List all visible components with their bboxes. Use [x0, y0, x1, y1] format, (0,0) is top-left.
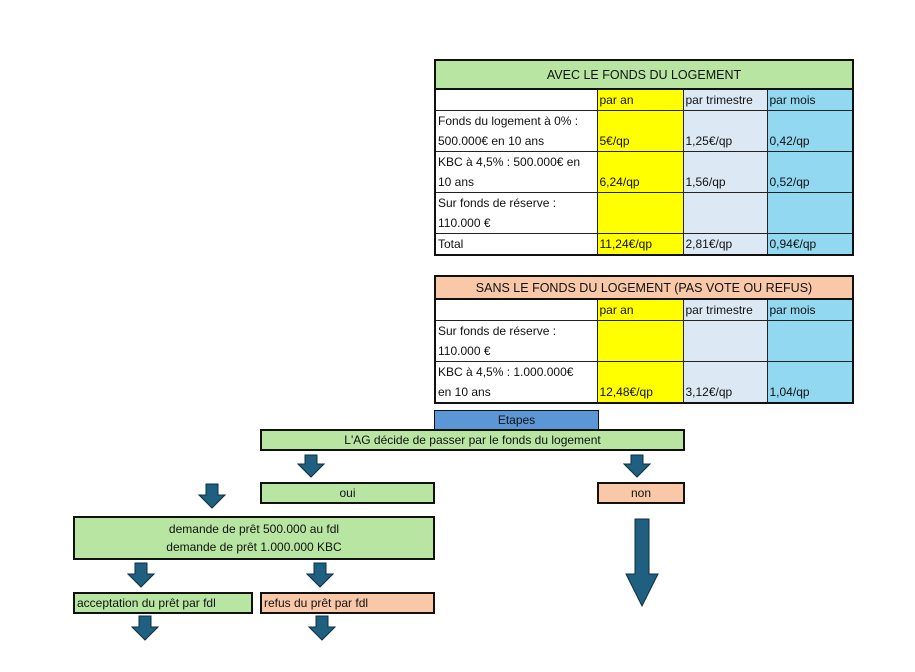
cell-par-mois: 0,52/qp	[766, 151, 854, 193]
table-row: Sur fonds de réserve :110.000 €	[434, 192, 854, 234]
total-label: Total	[434, 233, 598, 256]
row-label: KBC à 4,5% : 1.000.000€en 10 ans	[434, 361, 598, 404]
row-label: Sur fonds de réserve :110.000 €	[434, 320, 598, 362]
large-arrow-down-icon	[625, 518, 659, 608]
avec-header-par-trimestre: par trimestre	[682, 88, 768, 111]
cell-par-mois: 1,04/qp	[766, 361, 854, 404]
arrow-down-icon	[127, 562, 155, 588]
avec-fonds-table: AVEC LE FONDS DU LOGEMENT par an par tri…	[434, 59, 854, 256]
cell-par-an: 6,24/qp	[596, 151, 684, 193]
total-par-mois: 0,94€/qp	[766, 233, 854, 256]
demande-box: demande de prêt 500.000 au fdl demande d…	[73, 516, 435, 560]
avec-header-par-an: par an	[596, 88, 684, 111]
cell-par-an: 5€/qp	[596, 110, 684, 152]
table-row: KBC à 4,5% : 1.000.000€en 10 ans 12,48€/…	[434, 361, 854, 404]
table-row: Sur fonds de réserve :110.000 €	[434, 320, 854, 362]
refus-box: refus du prêt par fdl	[260, 592, 435, 614]
cell-par-mois	[766, 192, 854, 234]
arrow-down-icon	[297, 454, 325, 478]
sans-header-par-an: par an	[596, 298, 684, 321]
sans-fonds-table: SANS LE FONDS DU LOGEMENT (PAS VOTE OU R…	[434, 275, 854, 404]
sans-table-title: SANS LE FONDS DU LOGEMENT (PAS VOTE OU R…	[434, 275, 854, 300]
cell-par-an: 12,48€/qp	[596, 361, 684, 404]
cell-par-mois	[766, 320, 854, 362]
arrow-down-icon	[306, 562, 334, 588]
oui-box: oui	[260, 482, 435, 504]
cell-par-mois: 0,42/qp	[766, 110, 854, 152]
cell-par-trimestre	[682, 192, 768, 234]
row-label: Sur fonds de réserve :110.000 €	[434, 192, 598, 234]
arrow-down-icon	[131, 615, 159, 641]
cell-par-trimestre	[682, 320, 768, 362]
cell-par-trimestre: 3,12€/qp	[682, 361, 768, 404]
non-box: non	[597, 482, 685, 504]
total-par-an: 11,24€/qp	[596, 233, 684, 256]
acceptation-box: acceptation du prêt par fdl	[73, 592, 253, 614]
table-row: Fonds du logement à 0% :500.000€ en 10 a…	[434, 110, 854, 152]
sans-header-par-trimestre: par trimestre	[682, 298, 768, 321]
cell-par-trimestre: 1,25€/qp	[682, 110, 768, 152]
sans-header-par-mois: par mois	[766, 298, 854, 321]
row-label: Fonds du logement à 0% :500.000€ en 10 a…	[434, 110, 598, 152]
cell-par-an	[596, 192, 684, 234]
etapes-box: Etapes	[434, 410, 599, 430]
demande-line-1: demande de prêt 500.000 au fdl	[168, 522, 340, 536]
total-row: Total 11,24€/qp 2,81€/qp 0,94€/qp	[434, 233, 854, 256]
arrow-down-icon	[623, 454, 651, 478]
avec-header-empty	[434, 88, 598, 111]
cell-par-an	[596, 320, 684, 362]
decision-box: L'AG décide de passer par le fonds du lo…	[260, 429, 685, 451]
total-par-trimestre: 2,81€/qp	[682, 233, 768, 256]
demande-line-2: demande de prêt 1.000.000 KBC	[166, 540, 342, 554]
sans-header-empty	[434, 298, 598, 321]
avec-table-title: AVEC LE FONDS DU LOGEMENT	[434, 59, 854, 90]
arrow-down-icon	[198, 483, 226, 509]
cell-par-trimestre: 1,56/qp	[682, 151, 768, 193]
arrow-down-icon	[308, 615, 336, 641]
avec-header-par-mois: par mois	[766, 88, 854, 111]
